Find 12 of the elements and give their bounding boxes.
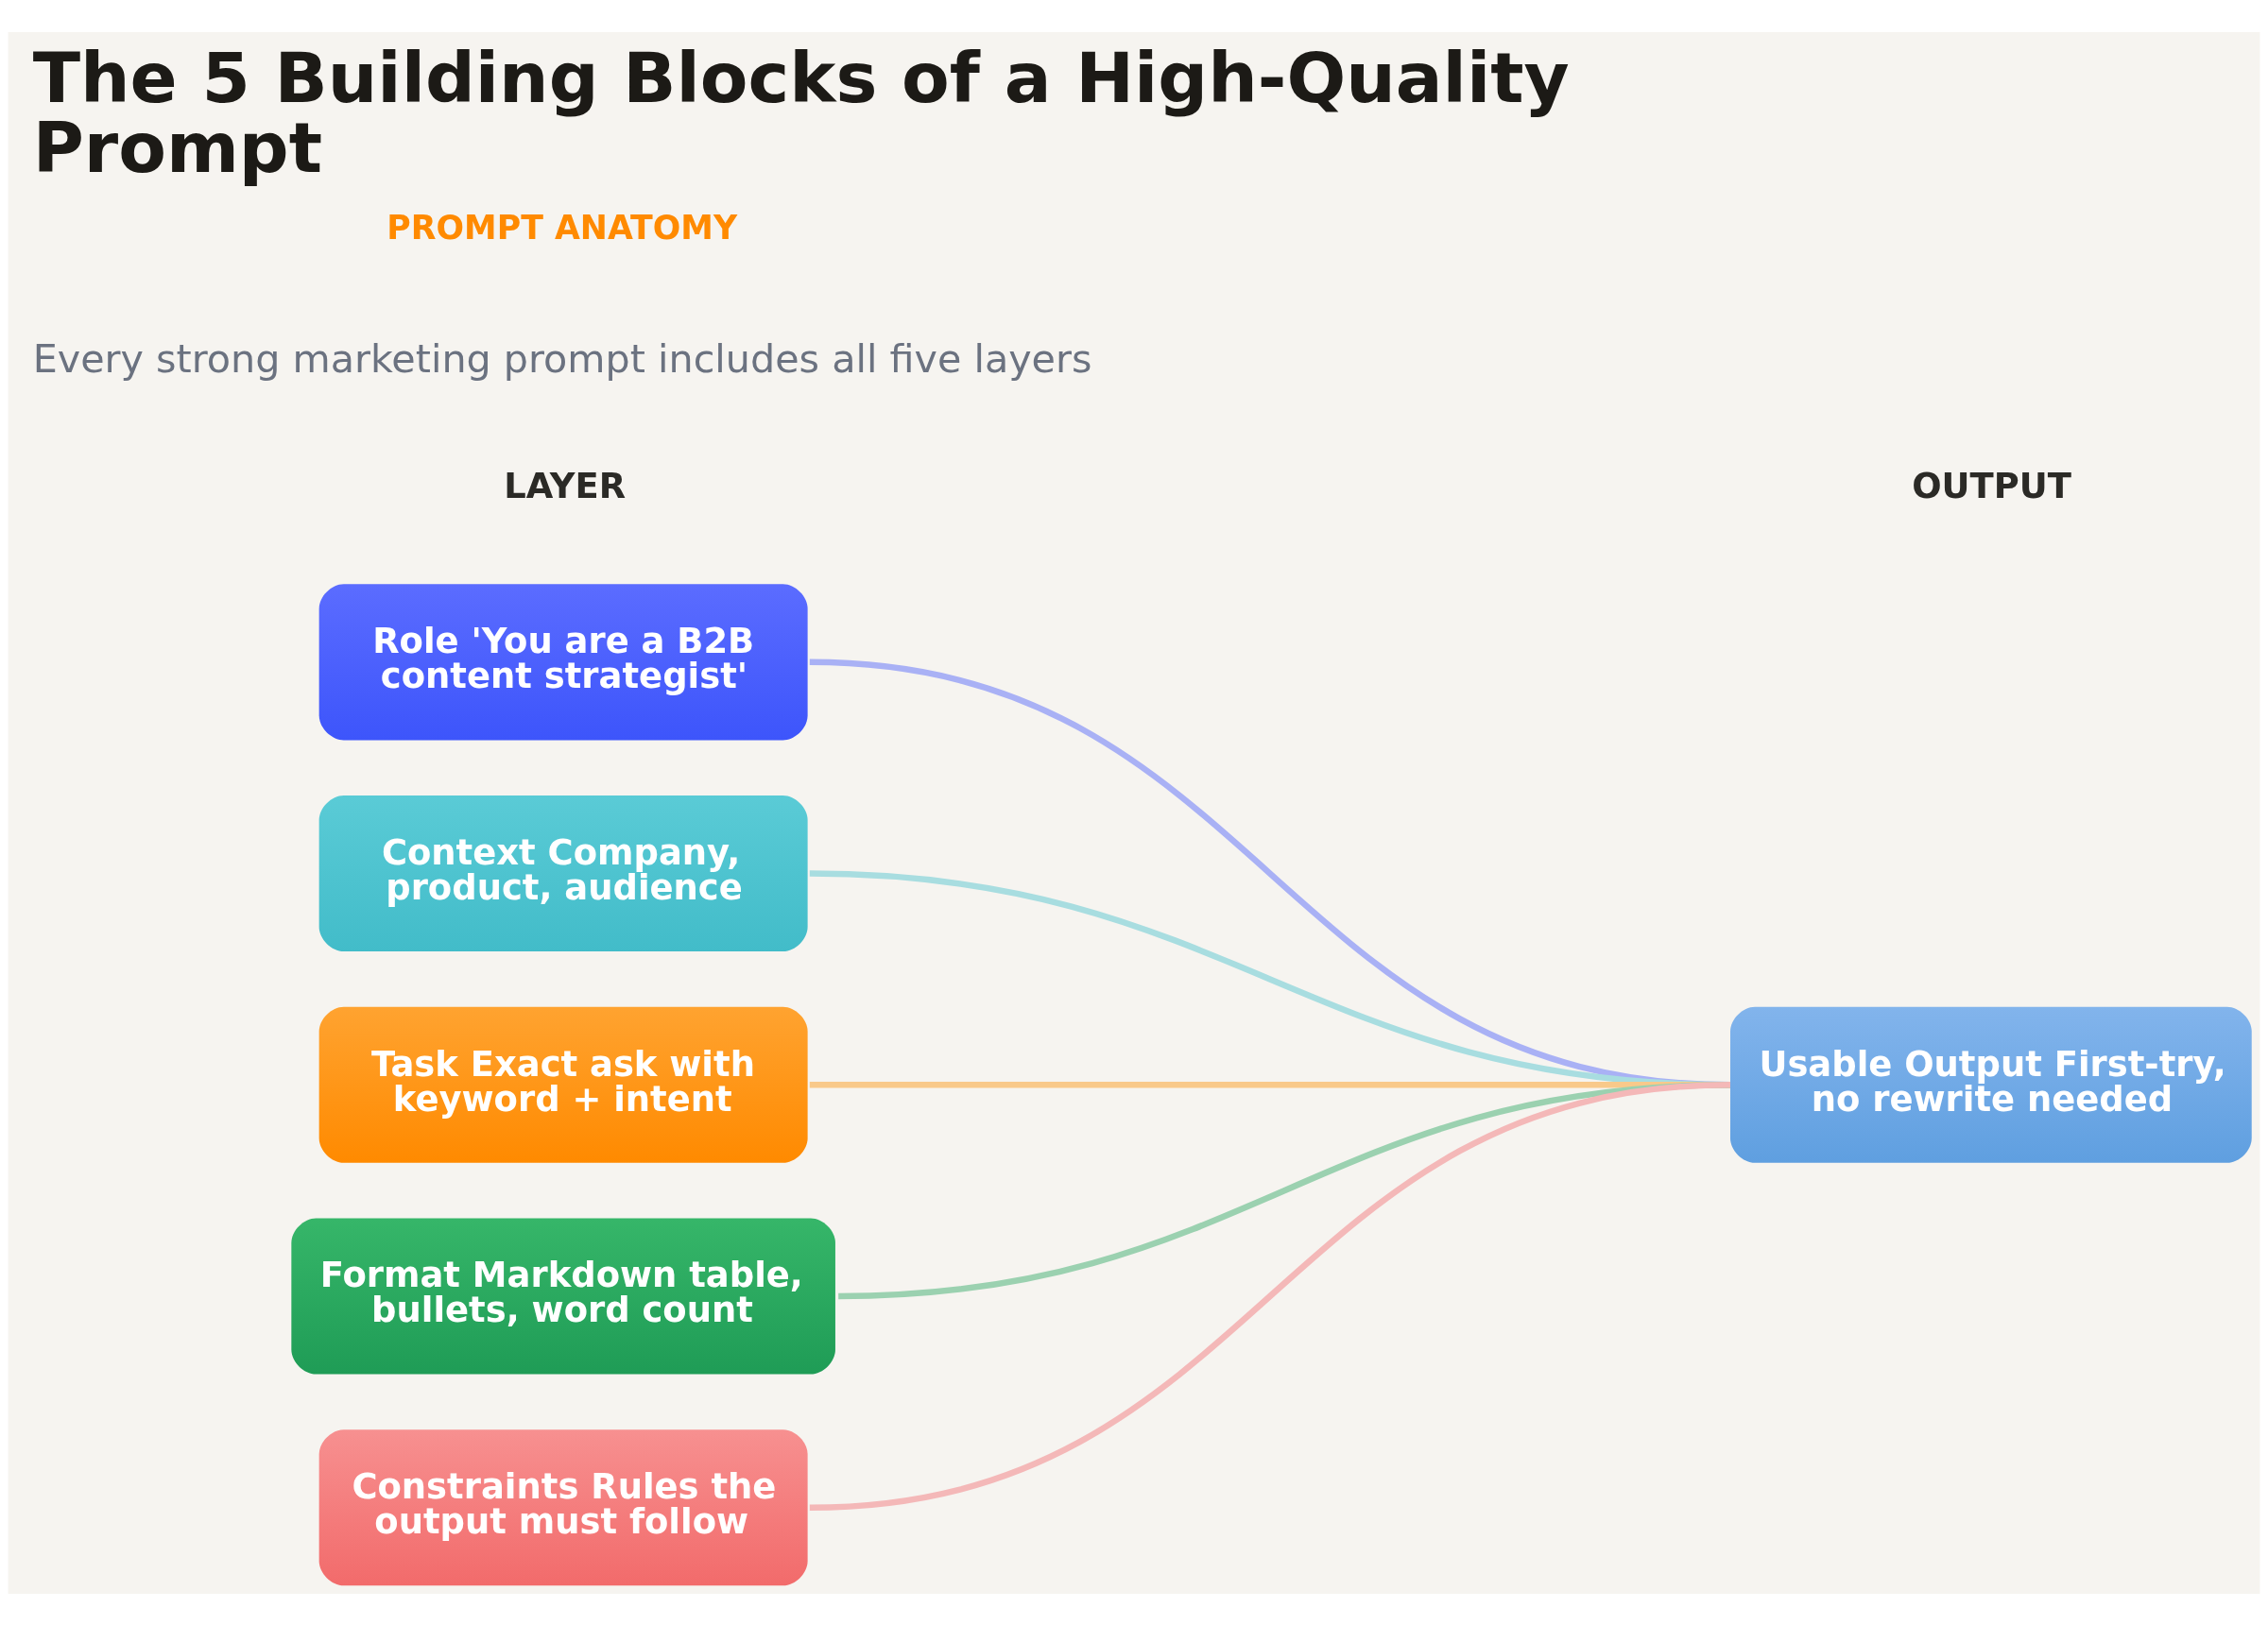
- node-box: Format Markdown table, bullets, word count: [291, 1218, 835, 1375]
- node-box: Constraints Rules the output must follow: [318, 1428, 808, 1585]
- diagram-title: The 5 Building Blocks of a High-Quality Prompt: [32, 36, 1570, 188]
- node-box: Context Company, product, audience: [318, 795, 808, 951]
- label: LAYER: [504, 465, 627, 506]
- node-box: Usable Output First-try, no rewrite needed: [1730, 1006, 2252, 1163]
- node-box: Task Exact ask with keyword + intent: [318, 1006, 808, 1163]
- node-box: Role 'You are a B2B content strategist': [318, 583, 808, 740]
- connector: [809, 1081, 1731, 1511]
- label: Every strong marketing prompt includes all five layers: [32, 335, 1092, 382]
- label: PROMPT ANATOMY: [387, 208, 738, 247]
- label: OUTPUT: [1912, 465, 2071, 506]
